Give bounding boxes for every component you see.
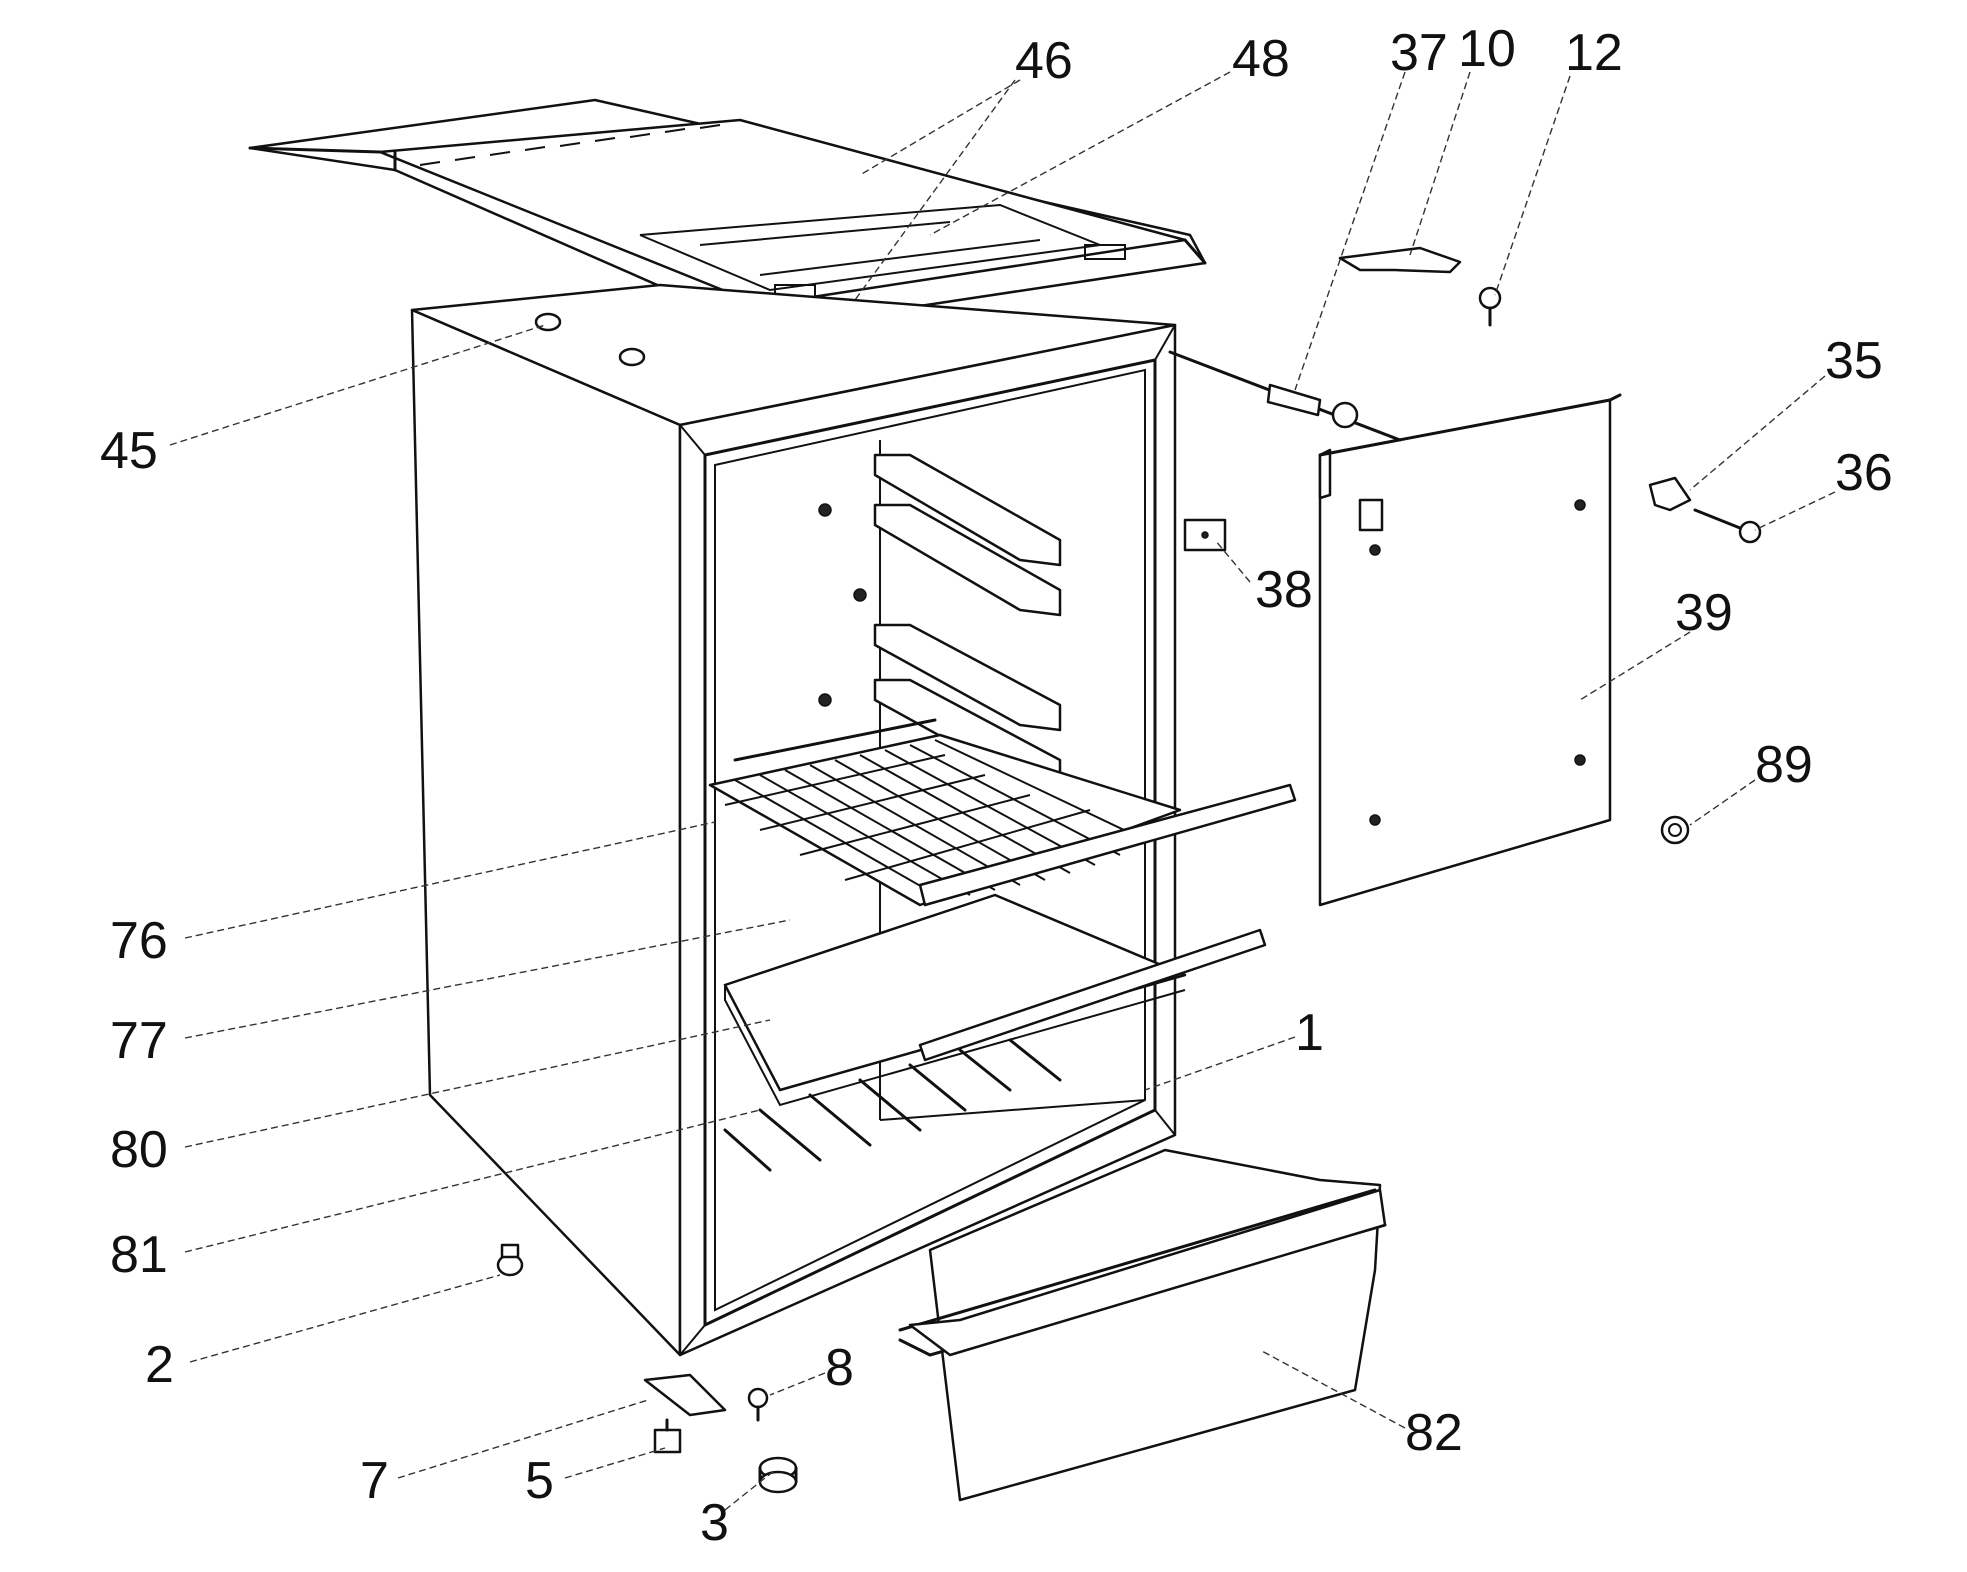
bracket-7 [643,1373,727,1417]
glass-shelf [723,893,1267,1107]
callout-2: 2 [145,1336,174,1394]
callout-89: 89 [1755,736,1813,794]
callout-45: 45 [100,422,158,480]
bushing-3 [758,1456,798,1494]
callout-35: 35 [1825,332,1883,390]
callout-3: 3 [700,1494,729,1552]
inner-wall-screws [818,503,867,707]
plug-89 [1660,815,1690,845]
callout-38: 38 [1255,561,1313,619]
callout-12: 12 [1565,24,1623,82]
callout-5: 5 [525,1452,554,1510]
callout-76: 76 [110,912,168,970]
callout-46: 46 [1015,32,1073,90]
pin-12 [1478,286,1502,327]
callout-7: 7 [360,1452,389,1510]
callout-39: 39 [1675,584,1733,642]
callout-10: 10 [1458,20,1516,78]
callout-82: 82 [1405,1404,1463,1462]
lid-vent-slots [419,124,721,166]
hinge-bracket-10 [1338,246,1462,274]
bottom-rack [723,1038,1062,1172]
latch-38 [1183,518,1227,552]
clip-5 [653,1418,682,1454]
callout-8: 8 [825,1339,854,1397]
foot-2 [496,1243,524,1277]
leader-lines [169,71,1836,1511]
callout-36: 36 [1835,444,1893,502]
callout-77: 77 [110,1012,168,1070]
wire-shelf [708,718,1297,907]
callout-80: 80 [110,1121,168,1179]
callout-37: 37 [1390,24,1448,82]
caps-45 [534,312,646,367]
crisper-bin [898,1148,1387,1502]
callout-81: 81 [110,1226,168,1284]
screw-36 [1693,508,1762,544]
callout-labels: 46 48 37 10 12 35 36 45 38 39 89 76 77 1… [100,20,1893,1552]
pin-8 [747,1387,769,1422]
thermostat-knob-35 [1648,476,1692,512]
callout-1: 1 [1295,1004,1324,1062]
callout-48: 48 [1232,30,1290,88]
cable-37 [1168,350,1402,442]
worktop-lid [248,98,1207,332]
door-panel [1318,393,1622,907]
